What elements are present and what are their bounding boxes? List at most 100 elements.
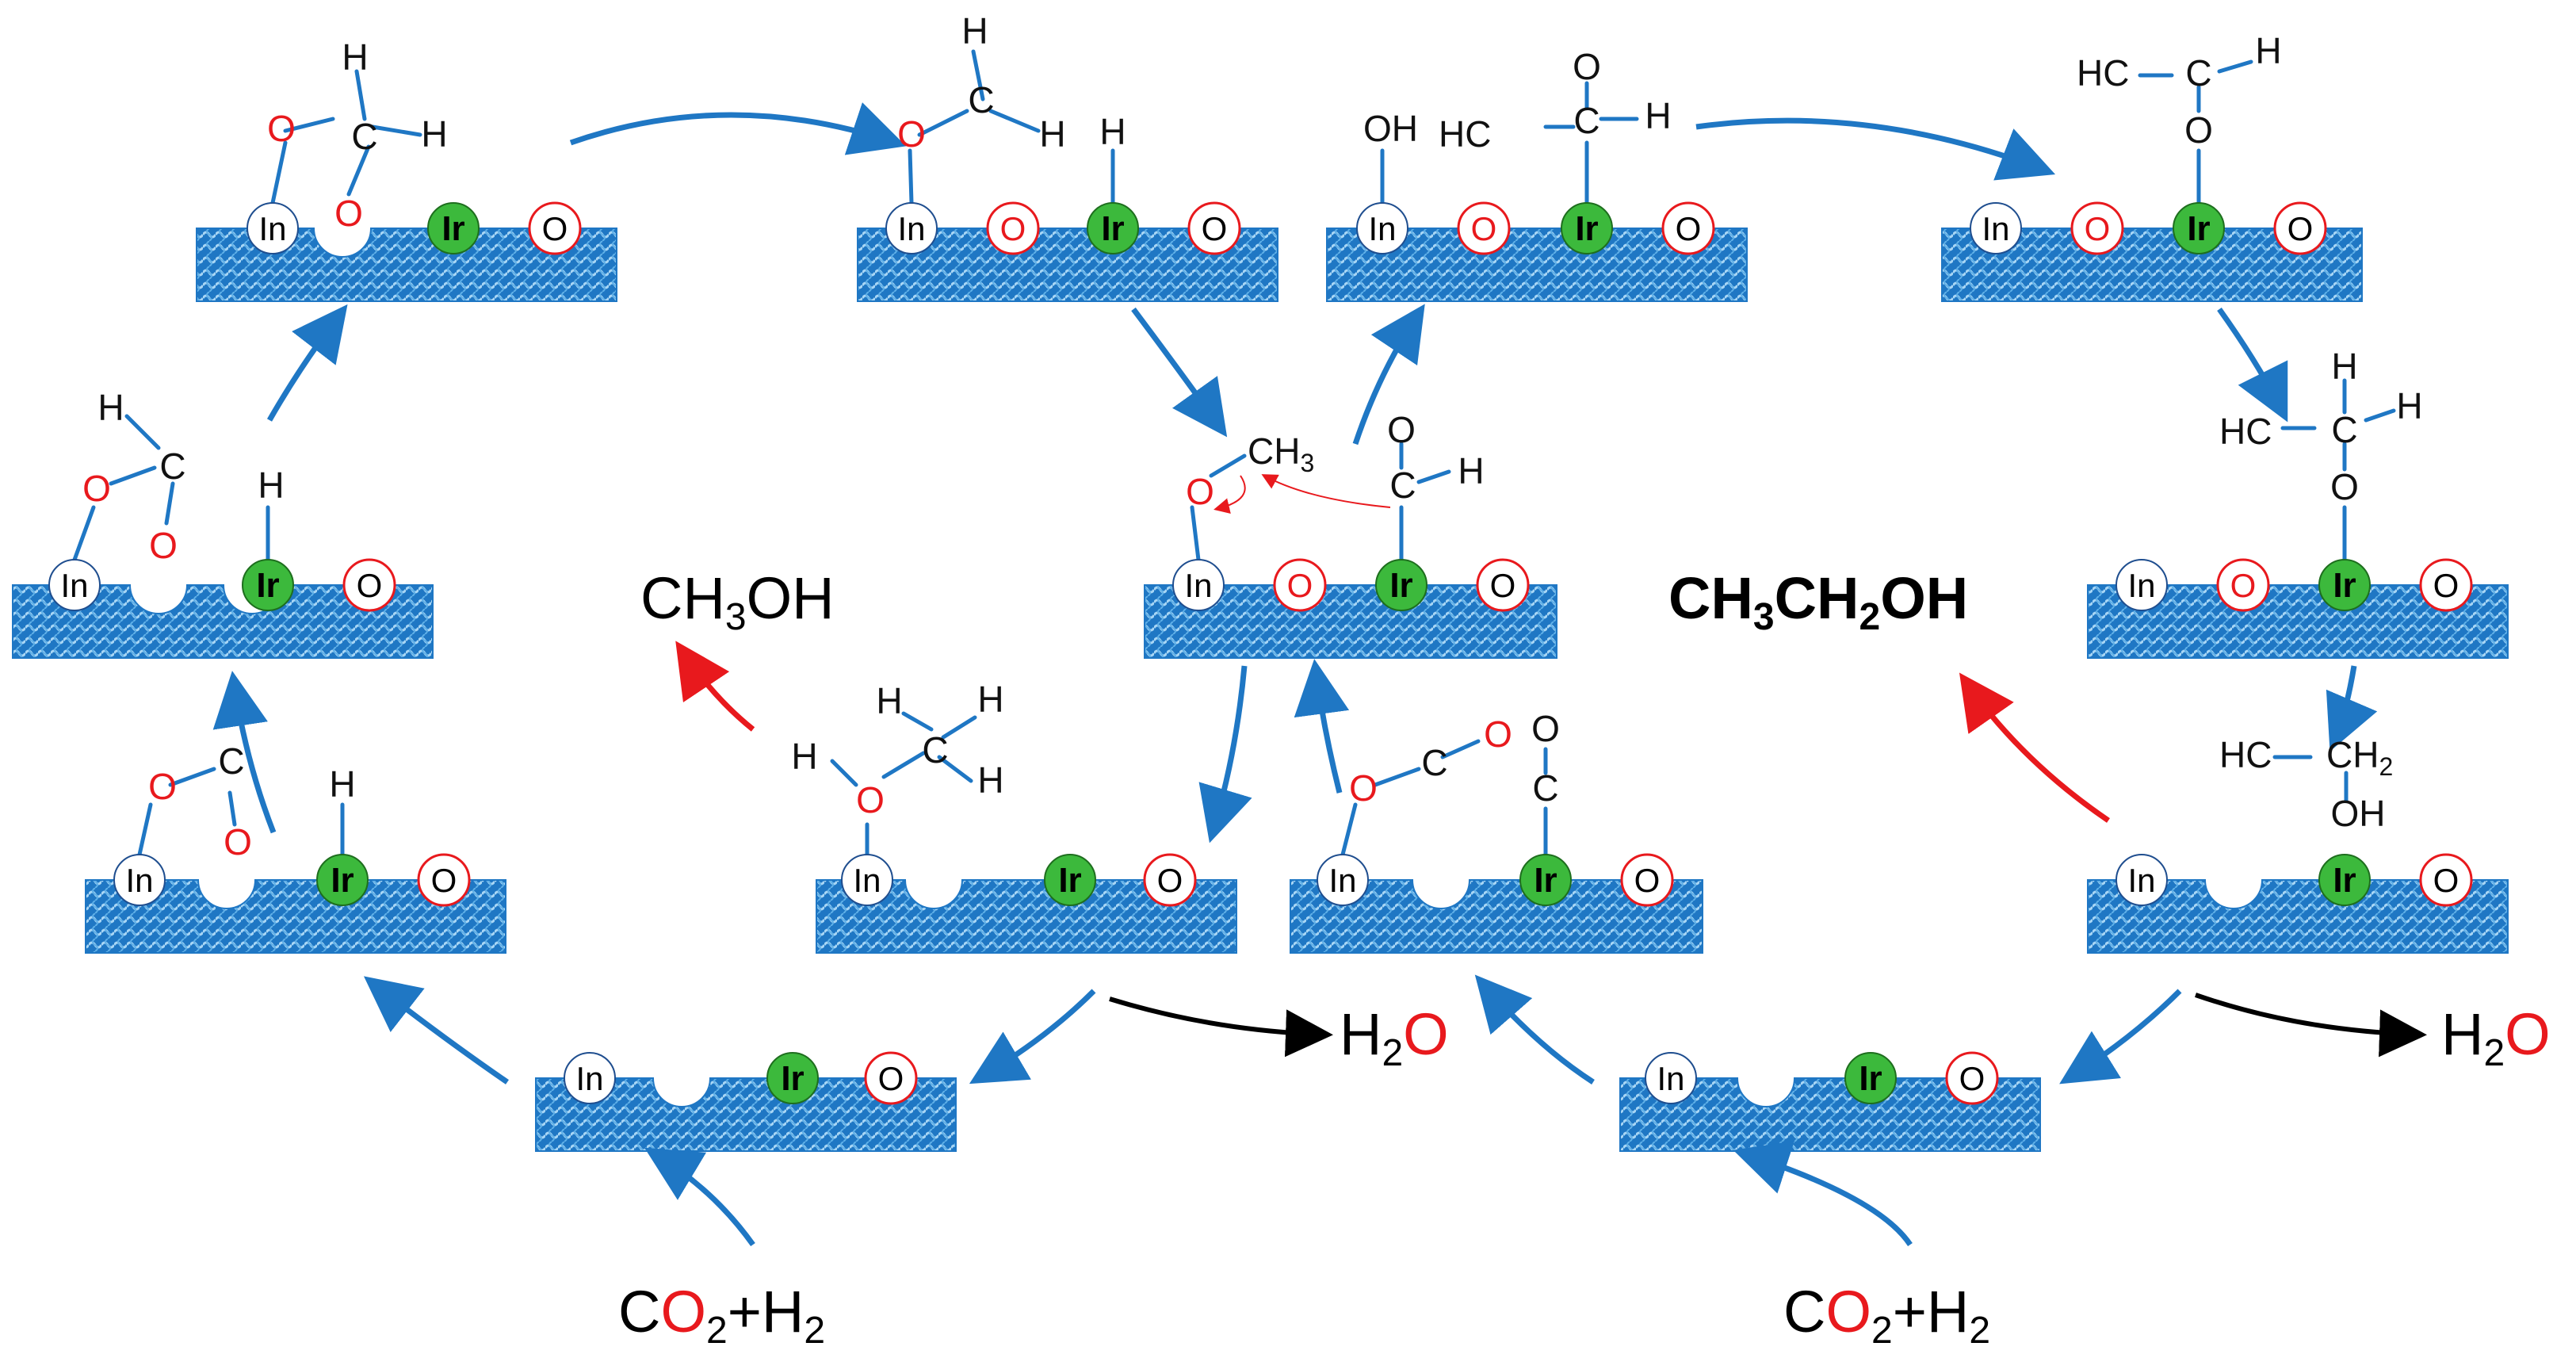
j-b2: [1373, 767, 1421, 787]
slab-m: [1619, 1077, 2041, 1152]
a-ir-label: Ir: [441, 209, 464, 248]
a-ir-circle: [427, 202, 480, 254]
arrow-k-to-water: [2195, 993, 2427, 1058]
c-o: O: [1573, 46, 1601, 87]
b-b1: [908, 148, 914, 205]
c-o1-circle: [1457, 201, 1511, 255]
i-in-circle: [841, 854, 893, 906]
e-o1: O: [82, 468, 111, 509]
k-in-circle: [2115, 854, 2168, 906]
i-b4: [941, 715, 977, 740]
d-o1-label: O: [2085, 210, 2111, 247]
arrow-e-to-a: [266, 304, 348, 422]
arrow-l-to-h: [363, 976, 509, 1084]
slab-i: [816, 879, 1237, 954]
arrow-m-to-j: [1474, 974, 1595, 1084]
f-o2-circle: [1476, 558, 1530, 612]
a-c: C: [351, 116, 377, 157]
c-ir-label: Ir: [1575, 209, 1598, 248]
f-in-circle: [1172, 559, 1225, 611]
i-o-label: O: [1157, 862, 1183, 899]
b-b2: [917, 109, 969, 137]
f-ir-label: Ir: [1389, 566, 1412, 605]
k-ch2: CH2: [2326, 734, 2393, 781]
feed-label-2: CO2+H2: [1783, 1279, 1990, 1352]
d-in-label: In: [1982, 210, 2009, 247]
g-h3c: HC: [2219, 411, 2272, 452]
water-label-2: H2O: [2441, 1001, 2551, 1074]
h-b3: [227, 790, 237, 827]
h-o-circle: [417, 853, 471, 907]
j-ir-label: Ir: [1534, 861, 1557, 900]
d-h3c: HC: [2077, 52, 2129, 94]
arrow-f-to-c: [1352, 304, 1425, 446]
c-o1-label: O: [1471, 210, 1497, 247]
j-o3: O: [1531, 708, 1560, 749]
reaction-arrows: [212, 102, 2427, 1247]
e-o-label: O: [357, 567, 383, 604]
b-c: C: [968, 79, 994, 120]
g-ir-label: Ir: [2333, 566, 2356, 605]
m-in-label: In: [1657, 1060, 1684, 1097]
d-b4: [2217, 59, 2253, 74]
k-ir-circle: [2318, 854, 2371, 906]
feed-label-1: CO2+H2: [618, 1279, 825, 1352]
f-o3: O: [1387, 409, 1416, 450]
j-in-circle: [1317, 854, 1369, 906]
e-h1: H: [97, 387, 124, 428]
arrow-h-to-e: [212, 671, 277, 834]
i-o-circle: [1143, 853, 1197, 907]
arrow-feed-to-m: [1733, 1140, 1913, 1246]
k-ir-label: Ir: [2333, 861, 2356, 900]
d-ir-label: Ir: [2187, 209, 2210, 248]
a-o2: O: [334, 193, 363, 234]
k-o-label: O: [2433, 862, 2459, 899]
arrow-c-to-d: [1695, 117, 2056, 181]
h-in-label: In: [125, 862, 153, 899]
j-b3: [1440, 739, 1481, 759]
i-h1: H: [791, 736, 817, 777]
molecule-bonds: [72, 49, 2396, 857]
l-o-circle: [864, 1051, 918, 1105]
i-h2: H: [876, 680, 902, 721]
i-h4: H: [977, 759, 1003, 801]
e-in-circle: [48, 559, 101, 611]
d-h: H: [2255, 30, 2281, 71]
k-oh: OH: [2331, 793, 2386, 834]
l-ir-circle: [766, 1052, 819, 1104]
j-in-label: In: [1328, 862, 1356, 899]
arrow-i-to-l: [969, 989, 1096, 1084]
b-in-circle: [885, 202, 938, 254]
h-b2: [168, 767, 216, 787]
b-o: O: [897, 113, 926, 155]
e-h2: H: [258, 465, 284, 506]
a-o1: O: [267, 108, 296, 149]
d-o2-label: O: [2287, 210, 2314, 247]
g-o2-circle: [2419, 558, 2473, 612]
j-c1: C: [1421, 742, 1447, 783]
b-o1-circle: [986, 201, 1040, 255]
b-ir-label: Ir: [1101, 209, 1124, 248]
f-o1-label: O: [1287, 567, 1313, 604]
h-ir-circle: [316, 854, 369, 906]
f-ch3: CH3: [1248, 430, 1314, 477]
c-c: C: [1573, 100, 1599, 141]
c-o2-label: O: [1676, 210, 1702, 247]
g-o1-circle: [2216, 558, 2270, 612]
h-in-circle: [113, 854, 166, 906]
f-transfer-arrow: [1261, 474, 1391, 508]
arrow-k-to-m: [2059, 989, 2182, 1084]
e-ir-circle: [242, 559, 294, 611]
f-b5: [1416, 469, 1451, 484]
slab-j: [1290, 879, 1703, 954]
c-h: H: [1645, 95, 1671, 136]
b-h2: H: [1039, 113, 1065, 155]
b-b4: [988, 109, 1041, 133]
f-o: O: [1186, 471, 1214, 512]
h-b1: [137, 802, 153, 857]
m-ir-circle: [1844, 1052, 1897, 1104]
h-o-label: O: [431, 862, 457, 899]
a-in-label: In: [258, 210, 286, 247]
a-b3: [346, 144, 371, 197]
b-h1: H: [961, 10, 988, 52]
